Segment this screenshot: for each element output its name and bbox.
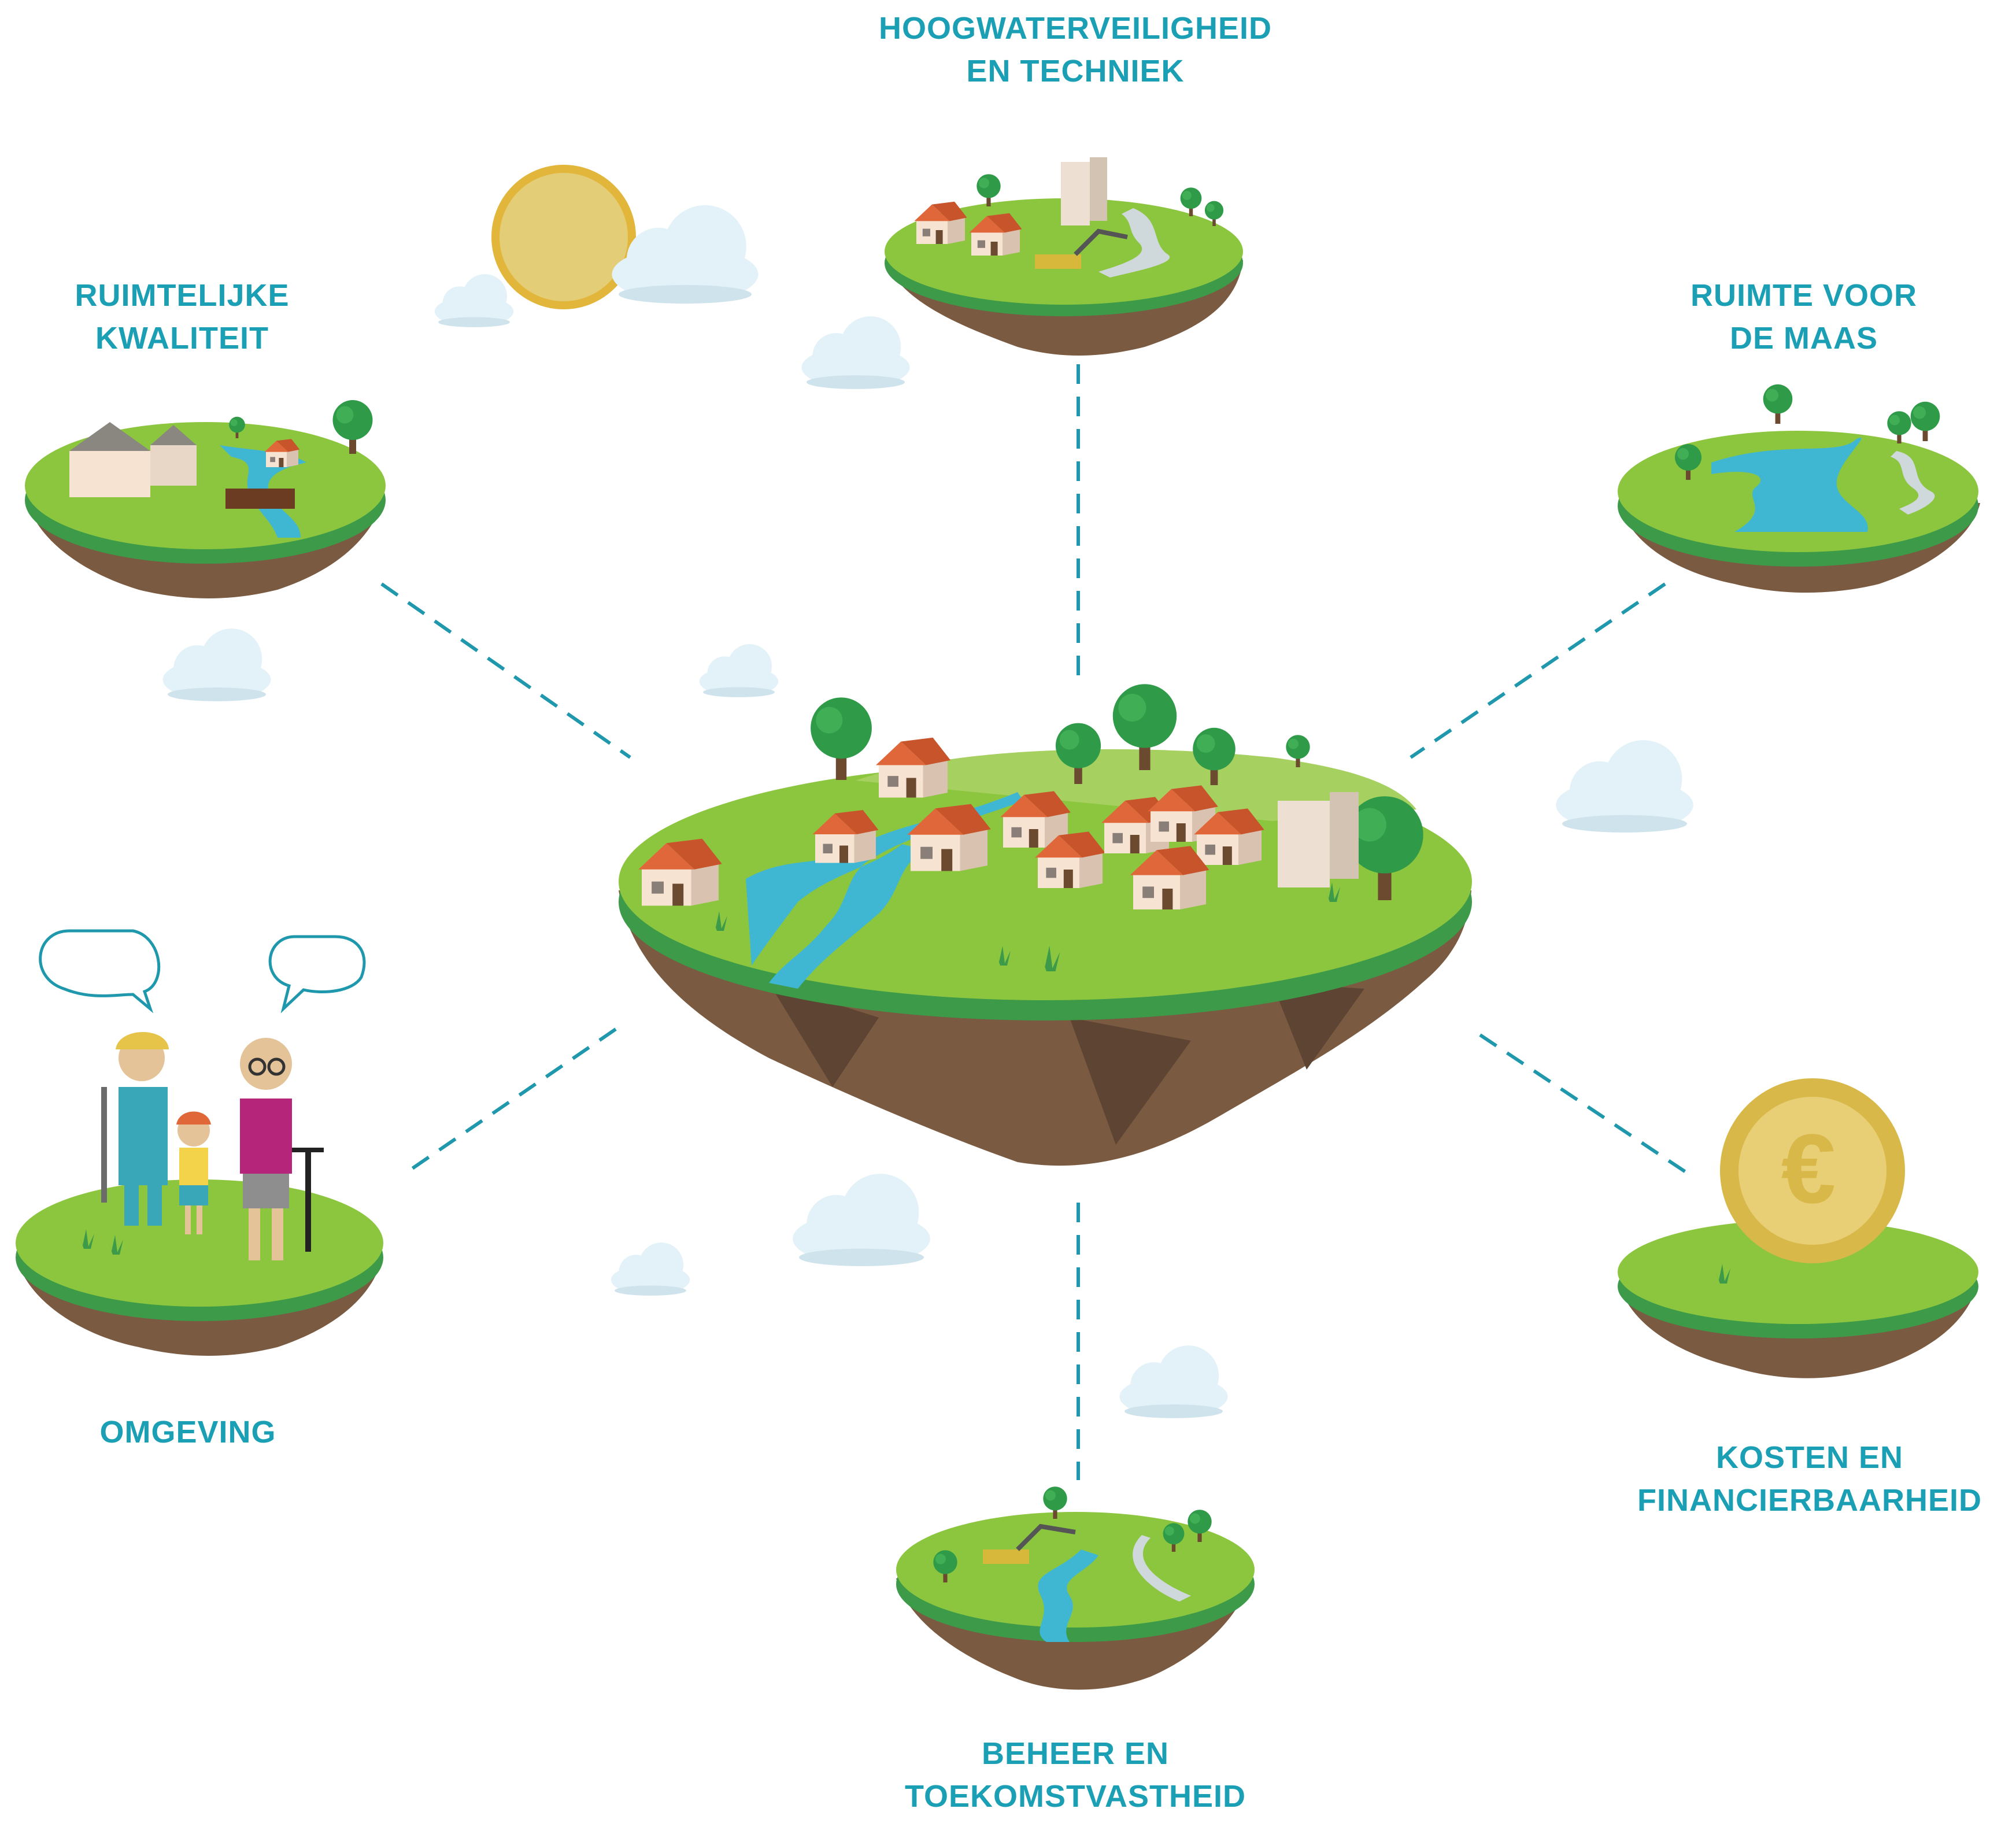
village-island-icon [619,684,1472,1166]
dike-works-island-icon [885,157,1243,356]
label-hoogwaterveiligheid: HOOGWATERVEILIGHEID EN TECHNIEK [844,7,1307,93]
farmer-icon [101,1032,169,1226]
label-line: TOEKOMSTVASTHEID [904,1779,1246,1814]
label-line: EN TECHNIEK [966,54,1185,88]
label-omgeving: OMGEVING [58,1411,318,1454]
label-line: RUIMTELIJKE [75,278,290,313]
connector-top-left [380,582,631,759]
euro-coin-icon: € [1720,1078,1905,1263]
label-line: OMGEVING [99,1415,276,1449]
sun-icon [491,165,636,309]
label-line: RUIMTE VOOR [1690,278,1917,313]
label-line: KWALITEIT [95,321,269,356]
mill-stream-island-icon [25,400,386,598]
excavator-island-icon [896,1486,1255,1690]
connector-top-right [1410,582,1666,759]
river-island-icon [1618,384,1980,593]
speech-bubble-icon [39,929,366,1014]
cyclist-man-icon [240,1038,324,1260]
connector-lines [380,364,1689,1480]
child-icon [176,1111,211,1234]
label-line: HOOGWATERVEILIGHEID [878,11,1273,46]
label-ruimtelijke-kwaliteit: RUIMTELIJKE KWALITEIT [52,274,312,360]
label-beheer-en-toekomstvastheid: BEHEER EN TOEKOMSTVASTHEID [867,1732,1283,1818]
label-line: BEHEER EN [981,1736,1170,1771]
people-island-icon [16,929,383,1356]
euro-coin-island-icon: € [1618,1078,1978,1378]
connector-bottom-right [1479,1033,1689,1175]
label-line: KOSTEN EN [1715,1440,1904,1475]
connector-bottom-left [404,1027,617,1175]
label-ruimte-voor-de-maas: RUIMTE VOOR DE MAAS [1659,274,1948,360]
svg-text:€: € [1781,1114,1836,1224]
label-line: DE MAAS [1729,321,1878,356]
label-kosten-en-financierbaarheid: KOSTEN EN FINANCIERBAARHEID [1613,1436,2006,1522]
label-line: FINANCIERBAARHEID [1637,1483,1982,1518]
